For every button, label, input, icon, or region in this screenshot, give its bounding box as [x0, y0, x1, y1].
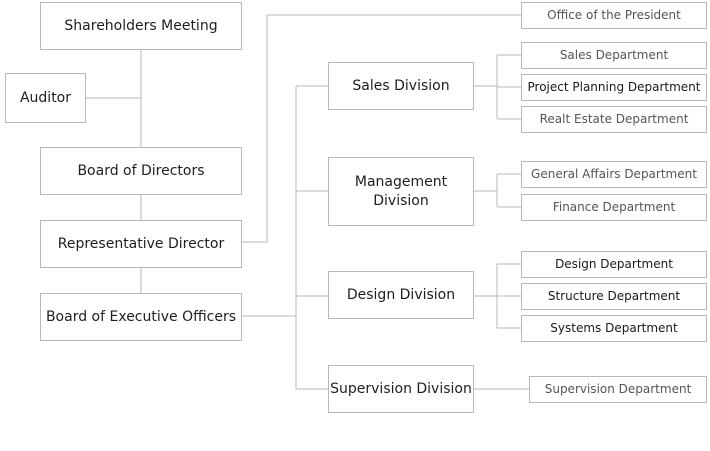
shareholders-meeting-label: Shareholders Meeting: [64, 17, 218, 34]
finance-department-label: Finance Department: [552, 200, 676, 215]
auditor-box: Auditor: [5, 73, 86, 123]
sales-department-label: Sales Department: [559, 48, 669, 63]
management-division-label: Management Division: [354, 173, 448, 209]
design-division-label: Design Division: [346, 286, 456, 303]
executive-officers-label: Board of Executive Officers: [45, 308, 237, 325]
representative-director-box: Representative Director: [40, 220, 242, 268]
sales-department-box: Sales Department: [521, 42, 707, 69]
design-department-box: Design Department: [521, 251, 707, 278]
real-estate-department-box: Realt Estate Department: [521, 106, 707, 133]
supervision-department-box: Supervision Department: [529, 376, 707, 403]
project-planning-department-label: Project Planning Department: [527, 80, 701, 95]
board-of-directors-label: Board of Directors: [77, 162, 205, 179]
systems-department-label: Systems Department: [550, 321, 678, 336]
finance-department-box: Finance Department: [521, 194, 707, 221]
real-estate-department-label: Realt Estate Department: [539, 112, 689, 127]
general-affairs-department-box: General Affairs Department: [521, 161, 707, 188]
auditor-label: Auditor: [19, 89, 72, 106]
structure-department-box: Structure Department: [521, 283, 707, 310]
general-affairs-department-label: General Affairs Department: [531, 167, 697, 182]
supervision-division-label: Supervision Division: [330, 380, 472, 397]
sales-division-label: Sales Division: [352, 77, 450, 94]
shareholders-meeting-box: Shareholders Meeting: [40, 2, 242, 50]
president-office-box: Office of the President: [521, 2, 707, 29]
management-division-box: Management Division: [328, 157, 474, 226]
design-division-box: Design Division: [328, 271, 474, 319]
sales-division-box: Sales Division: [328, 62, 474, 110]
project-planning-department-box: Project Planning Department: [521, 74, 707, 101]
supervision-division-box: Supervision Division: [328, 365, 474, 413]
representative-director-label: Representative Director: [57, 235, 225, 252]
board-of-directors-box: Board of Directors: [40, 147, 242, 195]
supervision-department-label: Supervision Department: [544, 382, 692, 397]
structure-department-label: Structure Department: [547, 289, 681, 304]
president-office-label: Office of the President: [547, 8, 681, 23]
design-department-label: Design Department: [555, 257, 673, 272]
executive-officers-box: Board of Executive Officers: [40, 293, 242, 341]
systems-department-box: Systems Department: [521, 315, 707, 342]
